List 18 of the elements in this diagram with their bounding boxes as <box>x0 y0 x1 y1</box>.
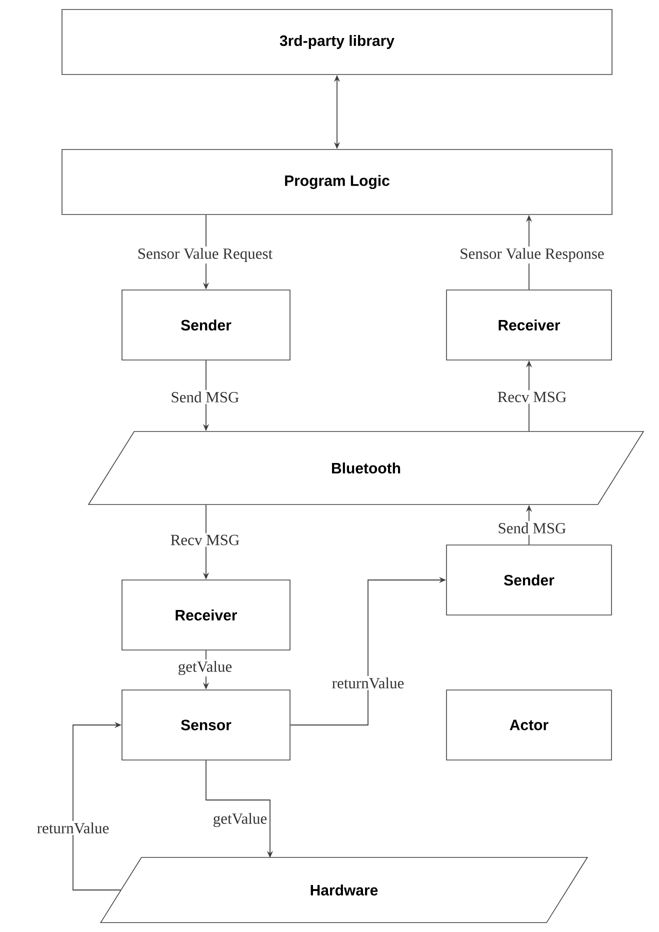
edge-label: Recv MSG <box>496 390 568 404</box>
edge-label: getValue <box>176 659 234 677</box>
edge-label: Sensor Value Request <box>136 246 274 264</box>
edge-label: Sensor Value Response <box>458 246 606 264</box>
process-box: Program Logic <box>62 149 612 215</box>
process-box: Receiver <box>122 580 290 650</box>
edge-label: Recv MSG <box>168 533 242 547</box>
process-box: 3rd-party library <box>62 9 612 75</box>
process-box: Sensor <box>122 690 290 760</box>
edge-label: Send MSG <box>169 390 241 404</box>
process-box: Receiver <box>446 290 612 360</box>
edge-label: returnValue <box>330 676 406 690</box>
edge-label: returnValue <box>35 821 111 835</box>
edge-label: Send MSG <box>496 521 568 535</box>
process-box: Actor <box>446 690 612 760</box>
edge-label: getValue <box>211 811 269 829</box>
process-box: Sender <box>446 544 612 616</box>
process-box: Sender <box>122 290 290 360</box>
